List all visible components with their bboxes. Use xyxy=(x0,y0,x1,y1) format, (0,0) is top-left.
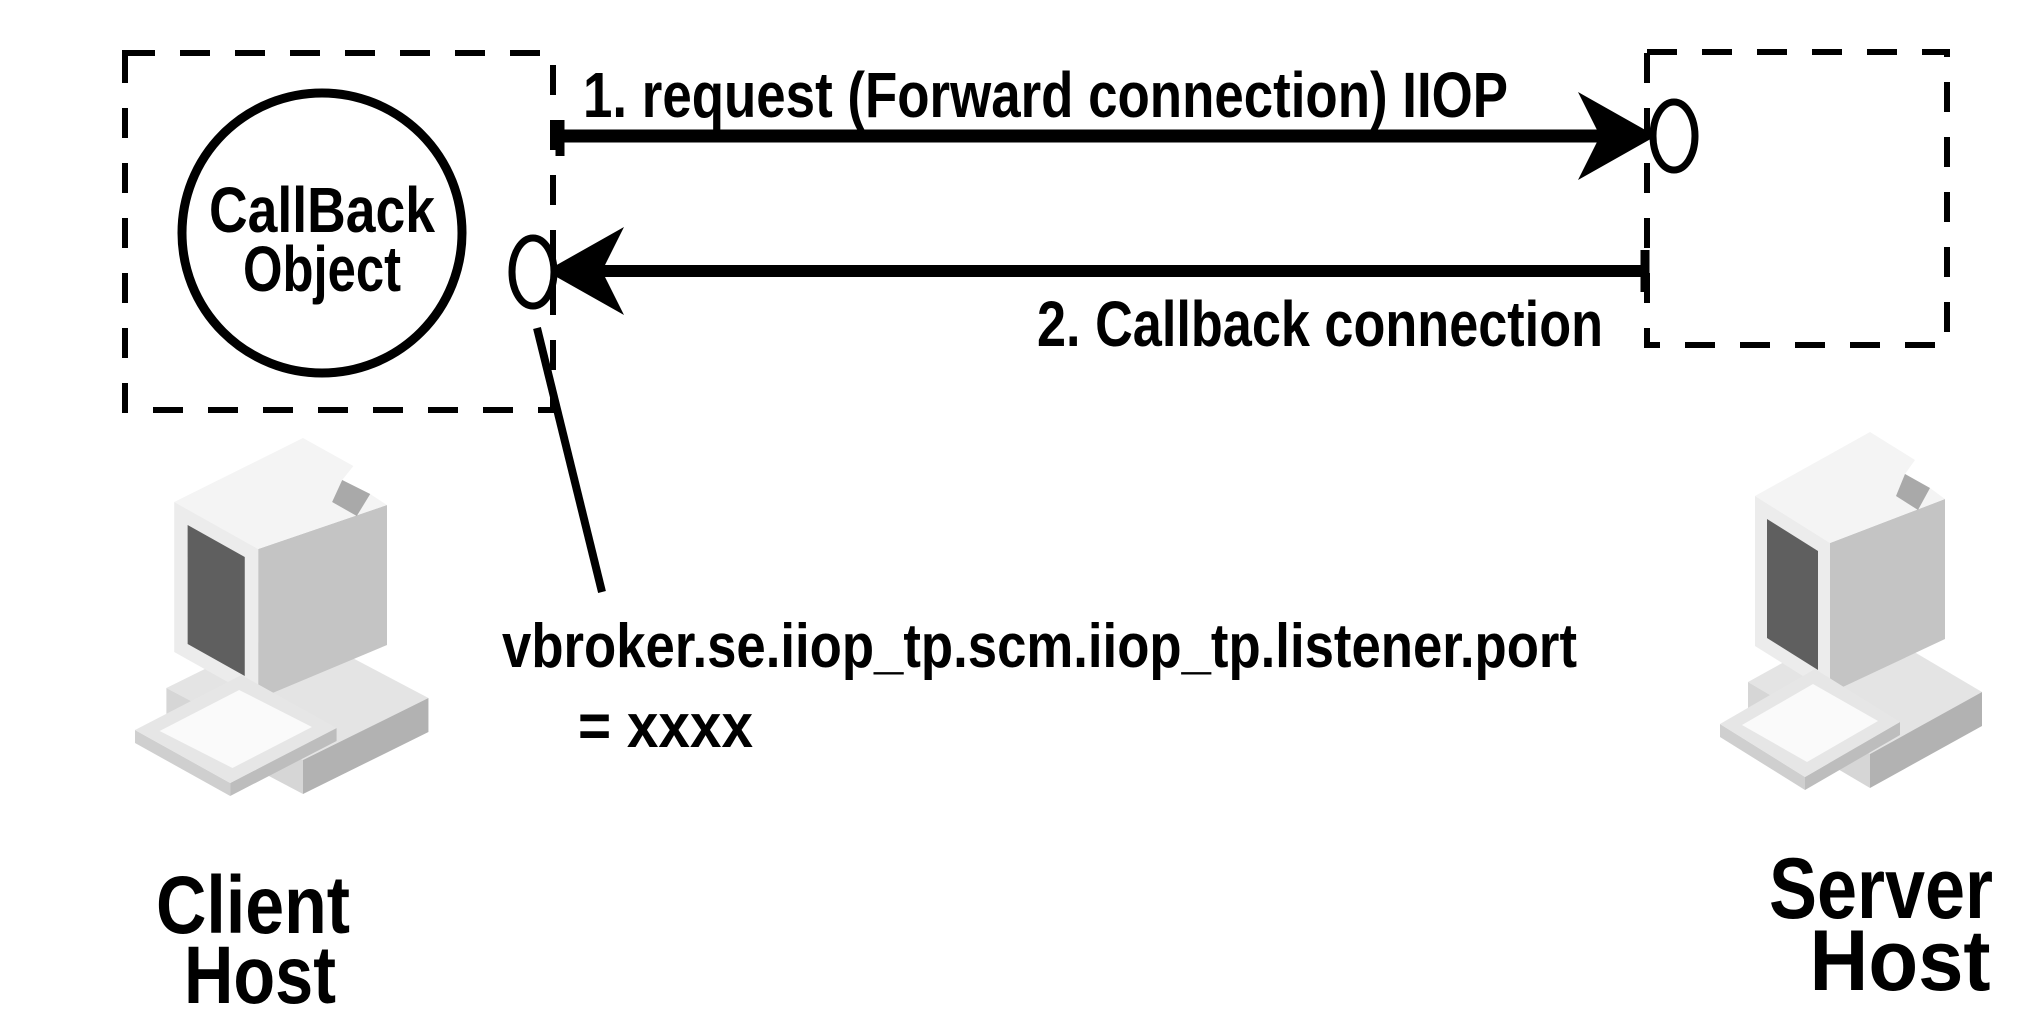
callback-arrowhead-icon xyxy=(546,227,624,315)
callback-object-label-line1: CallBack xyxy=(209,174,435,246)
server-host-label-line1: Server xyxy=(1769,841,1993,937)
callback-object-label-line2: Object xyxy=(243,233,401,305)
client-endpoint-ellipse xyxy=(508,234,558,310)
config-property-text: vbroker.se.iiop_tp.scm.iiop_tp.listener.… xyxy=(502,612,1577,681)
config-callout-line xyxy=(533,327,606,593)
forward-request-label: 1. request (Forward connection) IIOP xyxy=(583,59,1508,131)
callback-connection-label: 2. Callback connection xyxy=(1037,288,1603,360)
config-value-text: = xxxx xyxy=(578,692,753,761)
server-host-dashed-box xyxy=(1644,49,1950,348)
client-host-label-line2: Host xyxy=(184,930,336,1012)
client-host-label-line1: Client xyxy=(156,860,350,951)
client-computer-icon xyxy=(135,438,429,796)
server-host-label-line2: Host xyxy=(1810,913,1991,1009)
callback-object-circle xyxy=(177,88,467,378)
server-endpoint-ellipse xyxy=(1649,98,1699,174)
client-host-dashed-box xyxy=(122,50,556,413)
forward-arrowhead-icon xyxy=(1578,92,1656,180)
server-computer-icon xyxy=(1720,432,1982,790)
